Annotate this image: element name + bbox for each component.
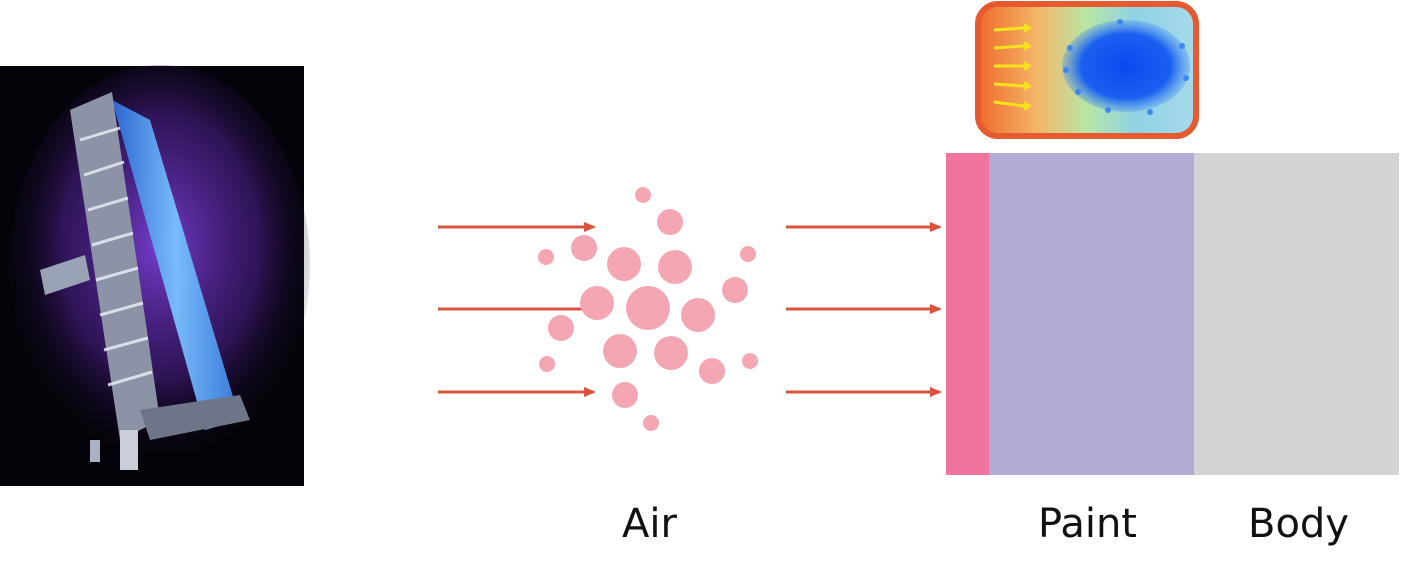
air-label: Air <box>622 501 677 547</box>
incoming-arrows <box>438 222 596 397</box>
outgoing-arrows <box>786 222 942 397</box>
paint-layer <box>989 153 1194 475</box>
heat-flow-inset-icon <box>975 1 1199 139</box>
air-particle-cluster <box>538 187 758 431</box>
layer-stack <box>946 153 1399 475</box>
paint-label: Paint <box>1038 501 1137 547</box>
body-label: Body <box>1248 501 1349 547</box>
space-station-photo <box>0 65 310 486</box>
surface-layer <box>946 153 989 475</box>
body-layer <box>1194 153 1399 475</box>
